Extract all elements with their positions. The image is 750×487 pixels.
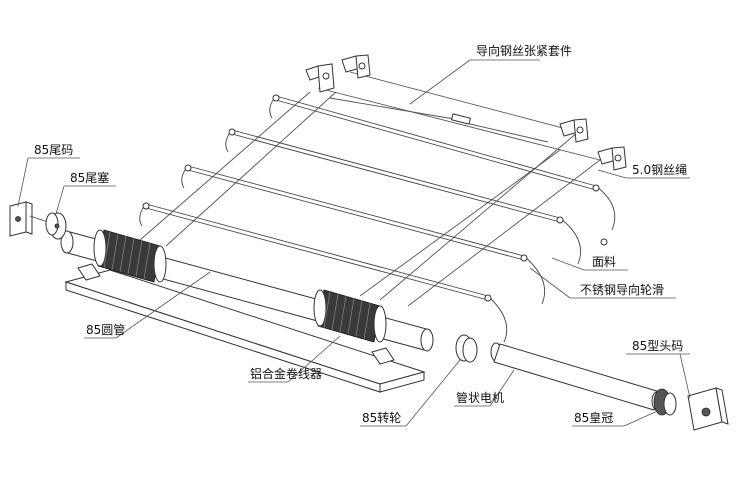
- tail-piece-85: [9, 201, 49, 237]
- label-drive-wheel: 85转轮: [362, 410, 401, 425]
- label-round-tube: 85圆管: [86, 322, 125, 337]
- fabric-scallops: [139, 94, 616, 343]
- label-stainless-guide-pulley: 不锈钢导向轮滑: [580, 282, 664, 297]
- base-frame: [64, 263, 426, 393]
- guide-wire-assembly: [139, 71, 601, 307]
- drive-wheel-85: [455, 334, 478, 363]
- label-fabric: 面料: [592, 255, 616, 269]
- tubular-motor: [490, 342, 663, 411]
- leader-lines: [17, 59, 691, 427]
- crown-85: [653, 388, 677, 416]
- label-steel-wire-rope: 5.0钢丝绳: [632, 163, 687, 177]
- fabric-rods: [145, 95, 597, 301]
- top-right-bracket: [559, 118, 627, 171]
- label-tail-plug: 85尾塞: [70, 170, 109, 185]
- label-aluminum-winder: 铝合金卷线器: [250, 366, 322, 381]
- label-head-piece: 85型头码: [632, 339, 683, 353]
- label-tubular-motor: 管状电机: [456, 390, 504, 405]
- label-crown: 85皇冠: [574, 411, 613, 425]
- tail-plug-85: [45, 212, 67, 240]
- winder-left: [93, 229, 167, 283]
- label-guide-wire-tensioner: 导向钢丝张紧套件: [476, 43, 572, 58]
- head-piece-85: [687, 387, 729, 431]
- winder-right: [313, 289, 387, 343]
- label-tail-piece: 85尾码: [34, 143, 73, 157]
- top-left-bracket: [305, 54, 371, 93]
